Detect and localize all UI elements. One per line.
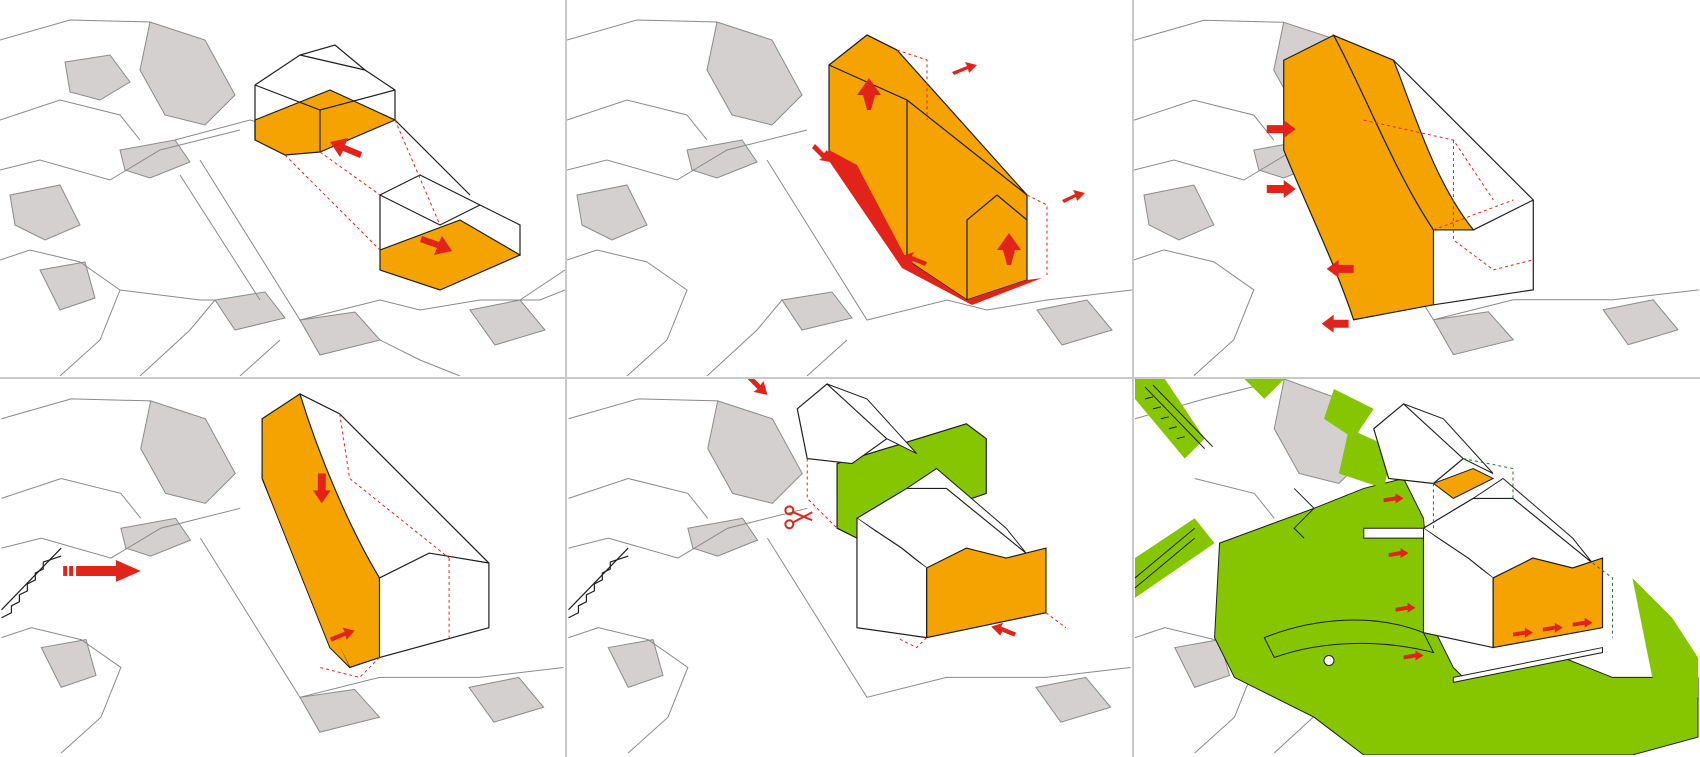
arrow-icon	[330, 138, 452, 255]
roof-upper	[796, 383, 888, 465]
arrow-icon	[63, 560, 141, 582]
orange-floor-upper	[254, 89, 397, 156]
building-volume	[254, 44, 522, 291]
green-slope-top	[1134, 379, 1205, 459]
panel-5	[567, 379, 1132, 755]
scissors-icon	[784, 505, 813, 530]
panel-4-drawing	[1, 392, 564, 754]
orange-gable-wall	[1492, 557, 1604, 649]
arrow-icon	[312, 473, 355, 642]
divider-horizontal	[0, 377, 1700, 379]
panel-2-drawing	[567, 19, 1132, 376]
roof-upper	[1373, 403, 1465, 485]
arrow-icon	[747, 379, 1017, 637]
panel-2	[567, 0, 1132, 376]
pond	[1263, 619, 1435, 659]
panel-5-drawing	[568, 379, 1131, 754]
green-terrace	[1214, 477, 1699, 755]
terrain-lines	[0, 19, 565, 376]
panel-6	[1134, 379, 1699, 755]
terrain-rocks	[9, 21, 546, 356]
panel-6-drawing	[1134, 379, 1699, 755]
panel-4	[0, 379, 565, 755]
panel-1-drawing	[0, 19, 565, 376]
panel-1	[0, 0, 565, 376]
red-base-strip	[825, 150, 1042, 305]
orange-gable-wall	[925, 547, 1047, 639]
arrow-icon	[1266, 120, 1354, 333]
stair-icon	[1, 547, 62, 619]
panel-3	[1134, 0, 1699, 376]
arrow-icon	[1383, 493, 1593, 661]
orange-long-volume	[828, 34, 1028, 301]
orange-floor-lower	[379, 219, 522, 291]
stair-icon	[1134, 384, 1315, 589]
panel-3-drawing	[1134, 19, 1699, 376]
orange-patch-upper	[1432, 467, 1495, 499]
stair-icon	[568, 547, 629, 619]
arrow-icon	[812, 62, 1085, 266]
